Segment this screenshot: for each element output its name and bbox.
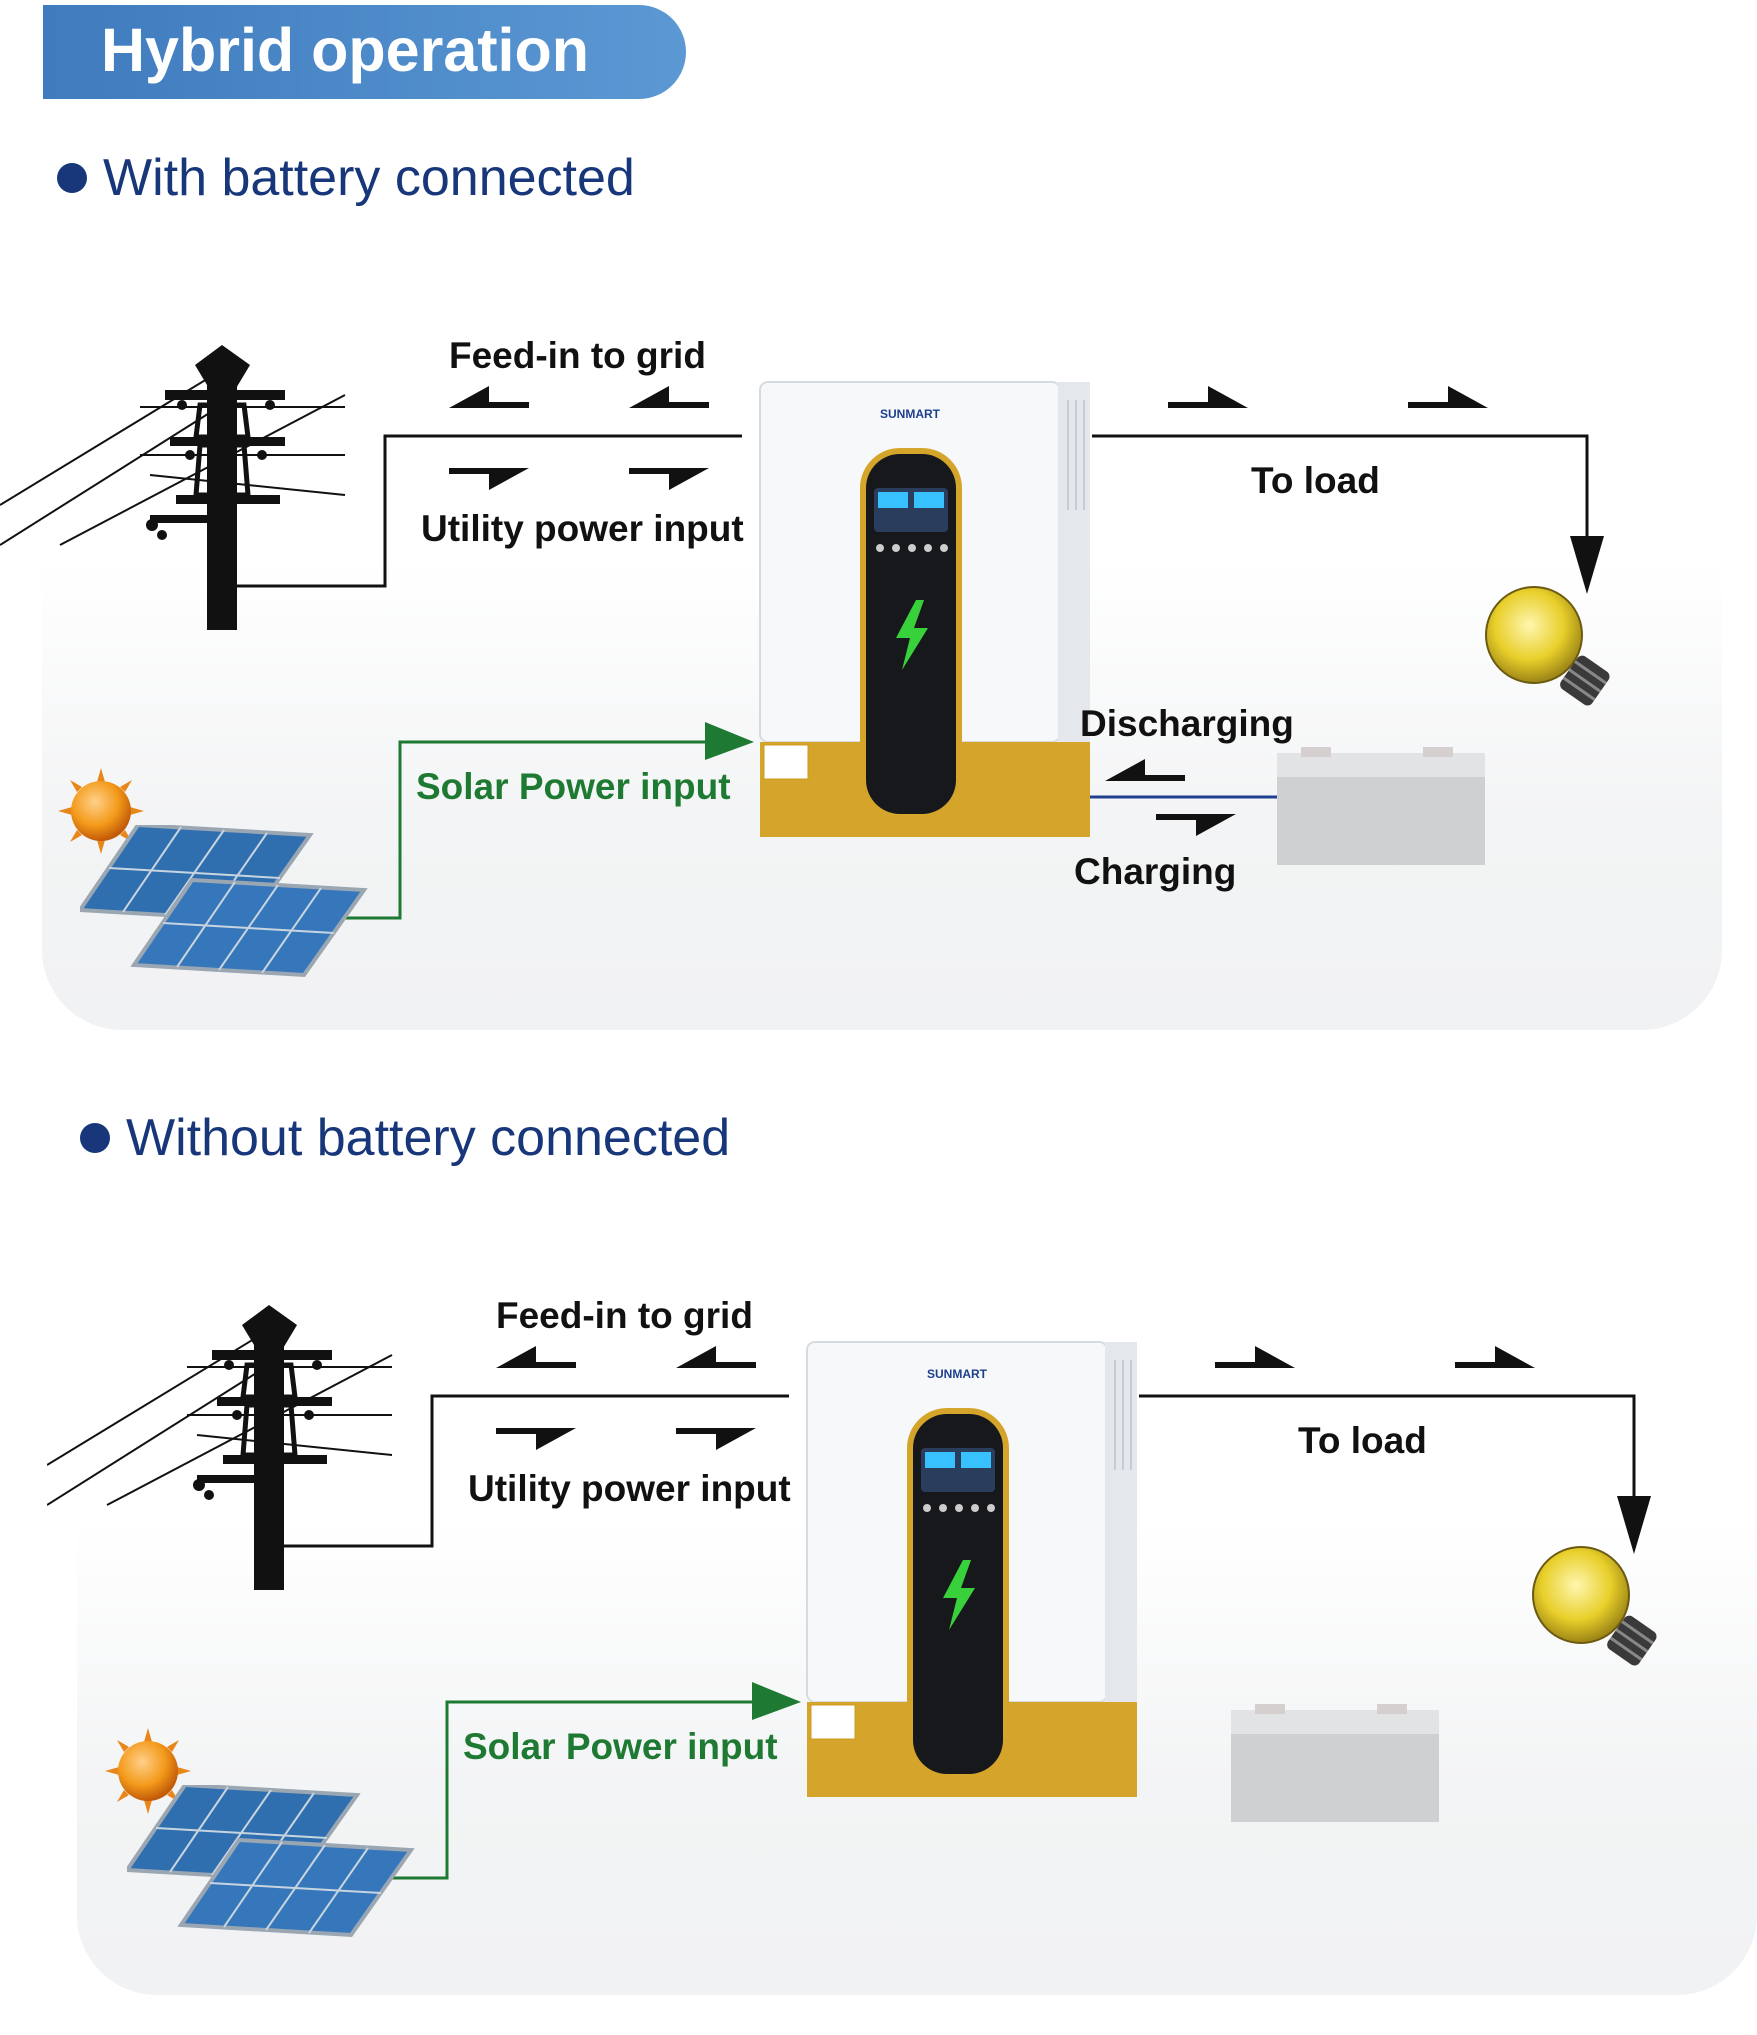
inverter-brand: SUNMART <box>927 1367 988 1381</box>
solar-power-label: Solar Power input <box>463 1726 778 1767</box>
section-heading-text: With battery connected <box>103 149 635 207</box>
feed-in-arrow-icon <box>449 386 529 408</box>
to-load-label: To load <box>1298 1420 1427 1461</box>
utility-power-label: Utility power input <box>468 1468 791 1509</box>
page-title: Hybrid operation <box>101 16 590 84</box>
bullet-dot-icon <box>57 163 87 193</box>
lightning-bolt-icon <box>896 600 928 670</box>
to-load-arrow-icon <box>1455 1346 1535 1368</box>
feed-in-arrow-icon <box>629 386 709 408</box>
utility-arrow-icon <box>496 1428 576 1450</box>
to-load-label: To load <box>1251 460 1380 501</box>
discharging-arrow-icon <box>1105 759 1185 781</box>
sun-icon <box>105 1728 191 1814</box>
diagram-lines-without-battery <box>277 1394 1651 1880</box>
feed-in-label: Feed-in to grid <box>449 335 706 376</box>
battery-icon <box>1277 747 1485 865</box>
charging-arrow-icon <box>1156 814 1236 836</box>
battery-icon <box>1231 1704 1439 1822</box>
feed-in-label: Feed-in to grid <box>496 1295 753 1336</box>
feed-in-arrow-icon <box>676 1346 756 1368</box>
light-bulb-icon <box>1532 1546 1657 1666</box>
inverter-icon: SUNMART <box>759 381 1090 837</box>
section-heading-with-battery: With battery connected <box>57 152 635 204</box>
to-load-arrow-icon <box>1408 386 1488 408</box>
to-load-arrow-icon <box>1168 386 1248 408</box>
diagram-lines-with-battery <box>230 434 1604 920</box>
bullet-dot-icon <box>80 1123 110 1153</box>
inverter-brand: SUNMART <box>880 407 941 421</box>
utility-arrow-icon <box>676 1428 756 1450</box>
sun-icon <box>58 768 144 854</box>
charging-label: Charging <box>1074 851 1237 892</box>
section-heading-text: Without battery connected <box>126 1109 731 1167</box>
power-pole-icon <box>0 345 346 630</box>
power-pole-icon <box>47 1305 393 1590</box>
discharging-label: Discharging <box>1080 703 1294 744</box>
title-banner: Hybrid operation <box>43 5 686 99</box>
feed-in-arrow-icon <box>496 1346 576 1368</box>
lightning-bolt-icon <box>943 1560 975 1630</box>
inverter-icon: SUNMART <box>806 1341 1137 1797</box>
solar-panel-icon <box>127 1785 415 1938</box>
utility-arrow-icon <box>629 468 709 490</box>
solar-panel-icon <box>80 825 368 978</box>
diagram-panel-with-battery: SUNMART <box>0 0 1722 1030</box>
section-heading-without-battery: Without battery connected <box>80 1112 730 1164</box>
diagram-panel-without-battery: SUNMART <box>47 960 1757 1995</box>
to-load-arrow-icon <box>1215 1346 1295 1368</box>
utility-power-label: Utility power input <box>421 508 744 549</box>
utility-arrow-icon <box>449 468 529 490</box>
light-bulb-icon <box>1485 586 1610 706</box>
solar-power-label: Solar Power input <box>416 766 731 807</box>
